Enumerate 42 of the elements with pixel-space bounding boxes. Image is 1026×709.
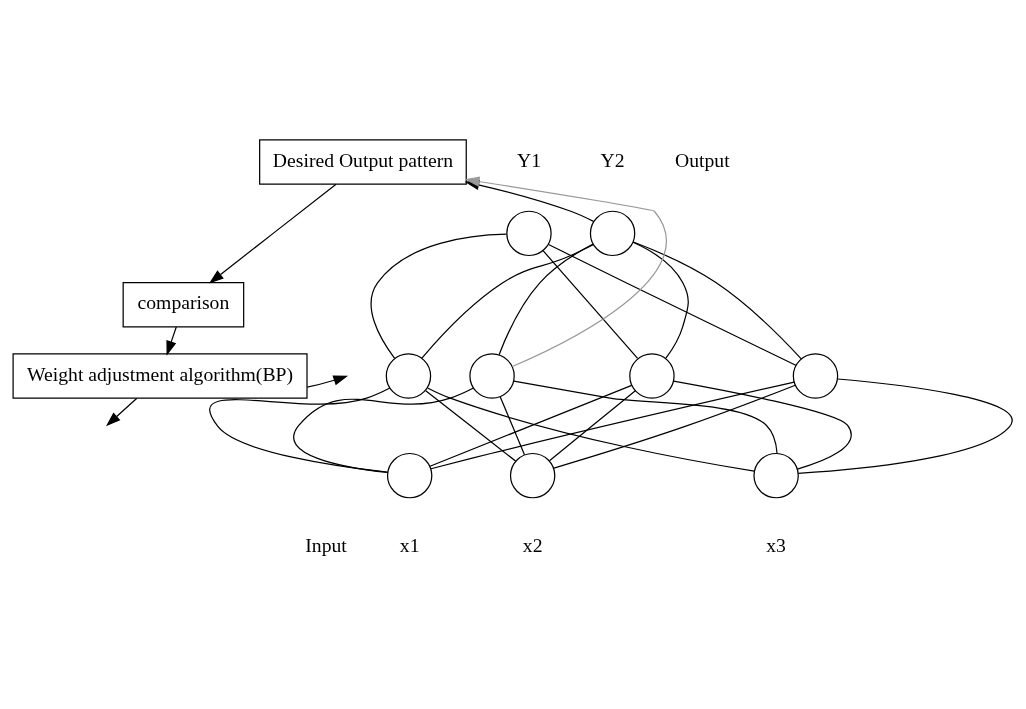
connector: [498, 243, 594, 356]
connector: [548, 390, 636, 462]
node-box: Weight adjustment algorithm(BP): [12, 353, 308, 399]
node-label: Y1: [516, 148, 541, 171]
connector: [370, 233, 507, 359]
connector: [421, 244, 594, 359]
arrow: [306, 375, 349, 388]
node-box: comparison: [122, 281, 245, 328]
connector: [673, 380, 852, 470]
node-label: x2: [522, 533, 543, 556]
connector: [293, 387, 475, 474]
node-circle: [386, 452, 433, 499]
node-circle: [509, 452, 556, 499]
node-box: Desired Output pattern: [259, 139, 467, 185]
connector: [429, 384, 633, 467]
arrow: [166, 326, 177, 356]
connector: [209, 387, 391, 473]
label: Input: [305, 533, 347, 556]
connector: [632, 241, 689, 359]
connector: [513, 380, 778, 454]
connector: [427, 387, 755, 472]
connector: [430, 381, 795, 470]
connector: [425, 390, 517, 462]
connector: [553, 384, 796, 469]
node-label: x1: [399, 533, 420, 556]
node-circle: [385, 353, 432, 399]
label: Output: [675, 148, 730, 171]
connector: [547, 243, 797, 366]
node-circle: [506, 210, 552, 257]
connector: [632, 241, 802, 360]
connector: [499, 396, 526, 456]
arrow: [209, 183, 337, 284]
connector: [797, 378, 1013, 474]
arrow: [105, 397, 138, 427]
node-circle: [469, 353, 515, 399]
node-label: Y2: [600, 148, 625, 171]
node-circle: [753, 452, 799, 499]
connector: [542, 250, 639, 360]
node-label: x3: [766, 533, 786, 556]
node-circle: [792, 353, 839, 399]
node-circle: [589, 210, 636, 257]
node-circle: [629, 353, 675, 399]
